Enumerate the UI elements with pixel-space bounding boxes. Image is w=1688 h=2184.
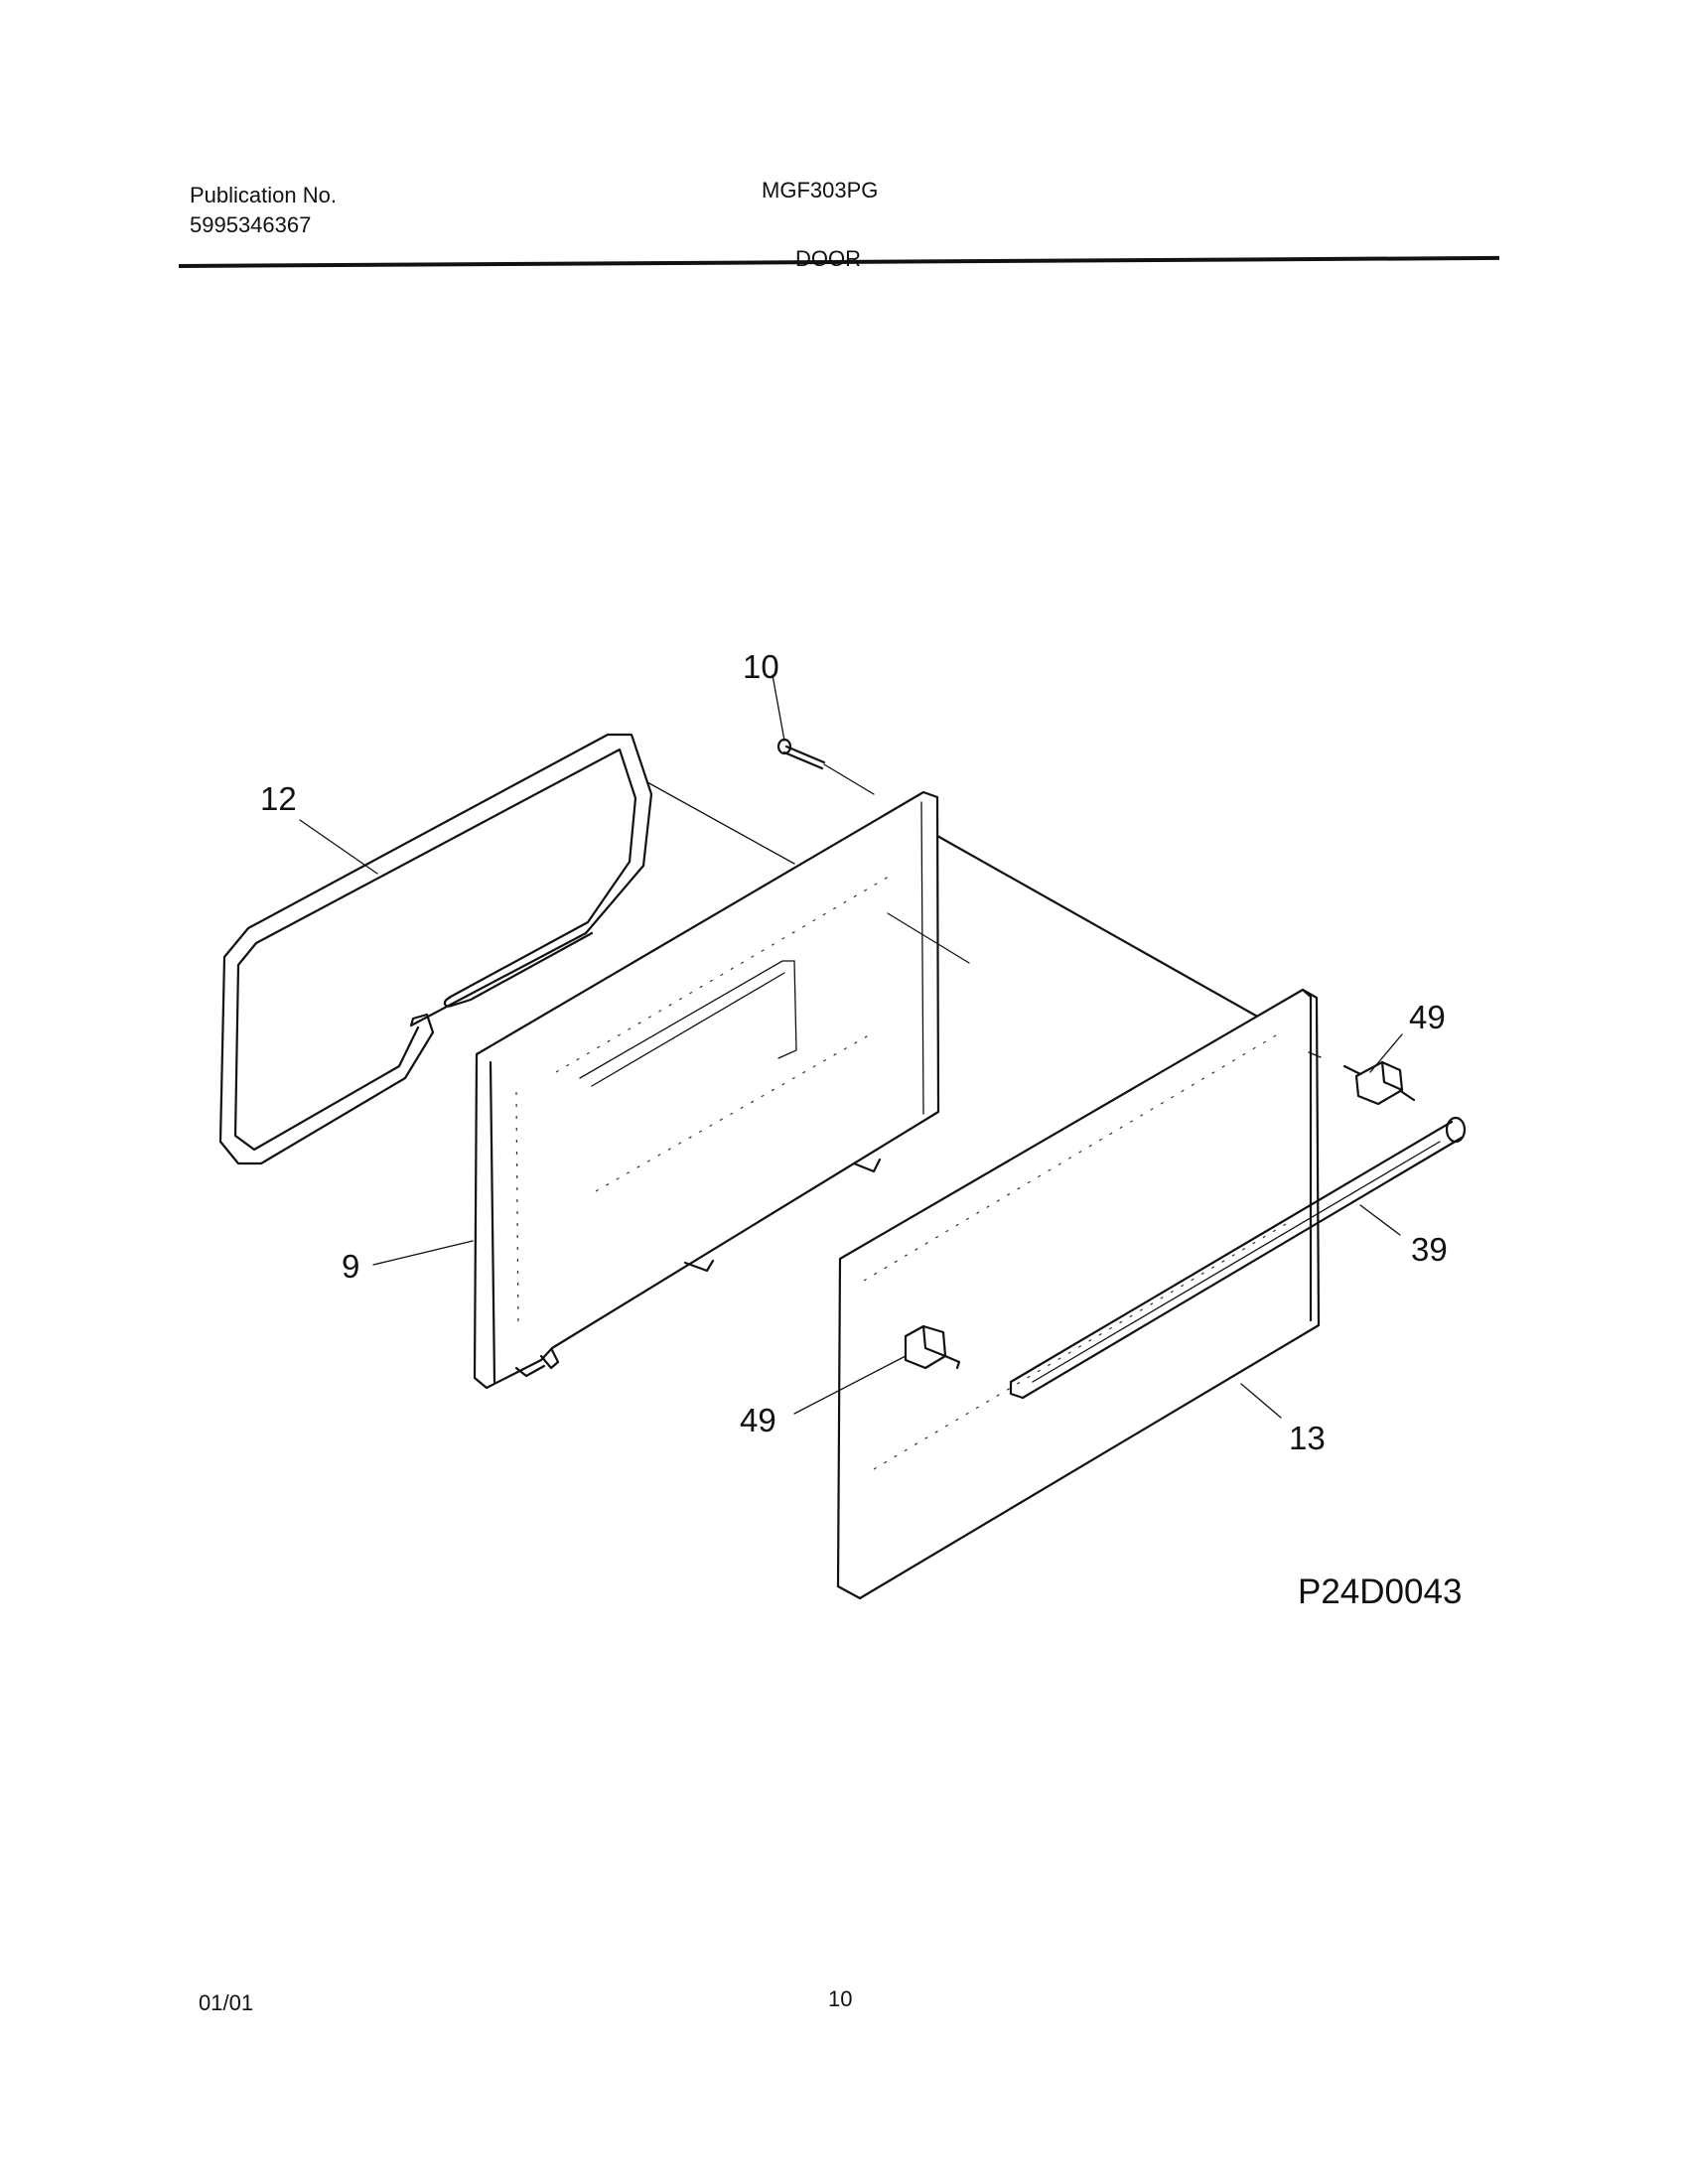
page-number: 10 — [828, 1986, 853, 2011]
revision-date: 01/01 — [199, 1990, 254, 2015]
figure-code: P24D0043 — [1298, 1572, 1462, 1611]
door-gasket-part — [218, 733, 653, 1165]
screw-part — [776, 738, 875, 795]
assembly-line — [935, 834, 1263, 1021]
callout-clip-left: 49 — [740, 1402, 776, 1438]
publication-label: Publication No. — [190, 183, 337, 207]
callout-screw: 10 — [743, 648, 779, 685]
outer-door-panel-part — [836, 988, 1322, 1600]
callout-gasket: 12 — [260, 780, 297, 817]
assembly-line-2 — [646, 781, 795, 865]
callout-clip-right: 49 — [1409, 999, 1446, 1035]
publication-number: 5995346367 — [190, 212, 312, 237]
callout-handle: 39 — [1411, 1231, 1448, 1268]
inner-door-panel-part — [473, 790, 970, 1390]
leader-lines — [299, 674, 1403, 1419]
clip-right-part — [1342, 1060, 1416, 1106]
model-number: MGF303PG — [762, 178, 879, 203]
door-handle-part — [1009, 1116, 1467, 1400]
callout-inner-panel: 9 — [342, 1248, 359, 1285]
clip-left-part — [904, 1324, 961, 1370]
callout-outer-panel: 13 — [1289, 1420, 1326, 1456]
